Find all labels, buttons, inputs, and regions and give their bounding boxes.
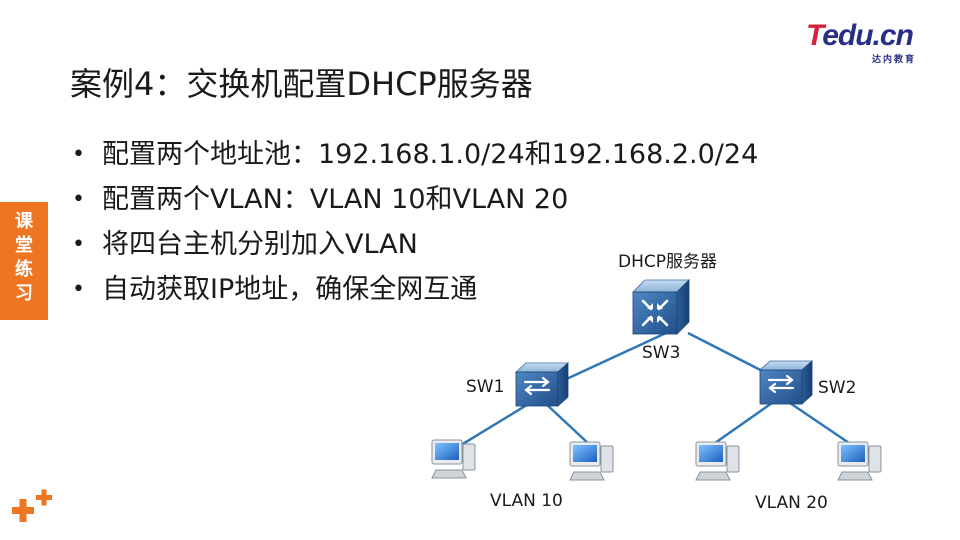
bullet-item: 自动获取IP地址，确保全网互通 bbox=[72, 267, 758, 312]
side-tab-char: 习 bbox=[15, 283, 33, 304]
logo-rest: edu.cn bbox=[822, 19, 914, 52]
link-sw3-sw1 bbox=[559, 331, 667, 384]
side-tab-char: 堂 bbox=[15, 235, 33, 256]
sw2-switch-icon bbox=[758, 360, 814, 405]
sw1-label: SW1 bbox=[466, 377, 505, 397]
classroom-exercise-tab: 课 堂 练 习 bbox=[0, 202, 48, 320]
pc-4-icon bbox=[837, 441, 882, 481]
tedu-logo: Tedu.cn 达内教育 bbox=[806, 18, 936, 68]
sw2-label: SW2 bbox=[818, 378, 857, 398]
logo-subtitle: 达内教育 bbox=[872, 55, 917, 65]
pc-2-icon bbox=[569, 441, 614, 481]
sw1-switch-icon bbox=[514, 362, 570, 407]
sw3-label: SW3 bbox=[642, 343, 681, 363]
pc-3-icon bbox=[695, 441, 740, 481]
bullet-item: 配置两个地址池：192.168.1.0/24和192.168.2.0/24 bbox=[72, 132, 758, 177]
link-sw2-pc3 bbox=[714, 401, 773, 445]
link-sw2-pc4 bbox=[789, 401, 853, 447]
vlan10-label: VLAN 10 bbox=[490, 491, 563, 511]
logo-t: T bbox=[806, 19, 823, 52]
bullet-list: 配置两个地址池：192.168.1.0/24和192.168.2.0/24 配置… bbox=[72, 132, 758, 312]
bullet-item: 将四台主机分别加入VLAN bbox=[72, 222, 758, 267]
logo-wordmark: Tedu.cn bbox=[806, 18, 914, 54]
vlan20-label: VLAN 20 bbox=[755, 493, 828, 513]
side-tab-char: 练 bbox=[15, 259, 33, 280]
slide-title: 案例4：交换机配置DHCP服务器 bbox=[70, 65, 533, 103]
side-tab-char: 课 bbox=[15, 211, 33, 232]
pc-1-icon bbox=[431, 439, 476, 479]
bullet-item: 配置两个VLAN：VLAN 10和VLAN 20 bbox=[72, 177, 758, 222]
network-topology-diagram: DHCP服务器 SW3 SW1 SW2 VLAN 10 VLAN 20 bbox=[420, 235, 940, 535]
sw3-core-switch-icon bbox=[632, 279, 690, 335]
link-sw1-pc2 bbox=[544, 402, 591, 446]
plus-decoration-icon bbox=[12, 489, 52, 522]
dhcp-server-label: DHCP服务器 bbox=[618, 252, 717, 272]
